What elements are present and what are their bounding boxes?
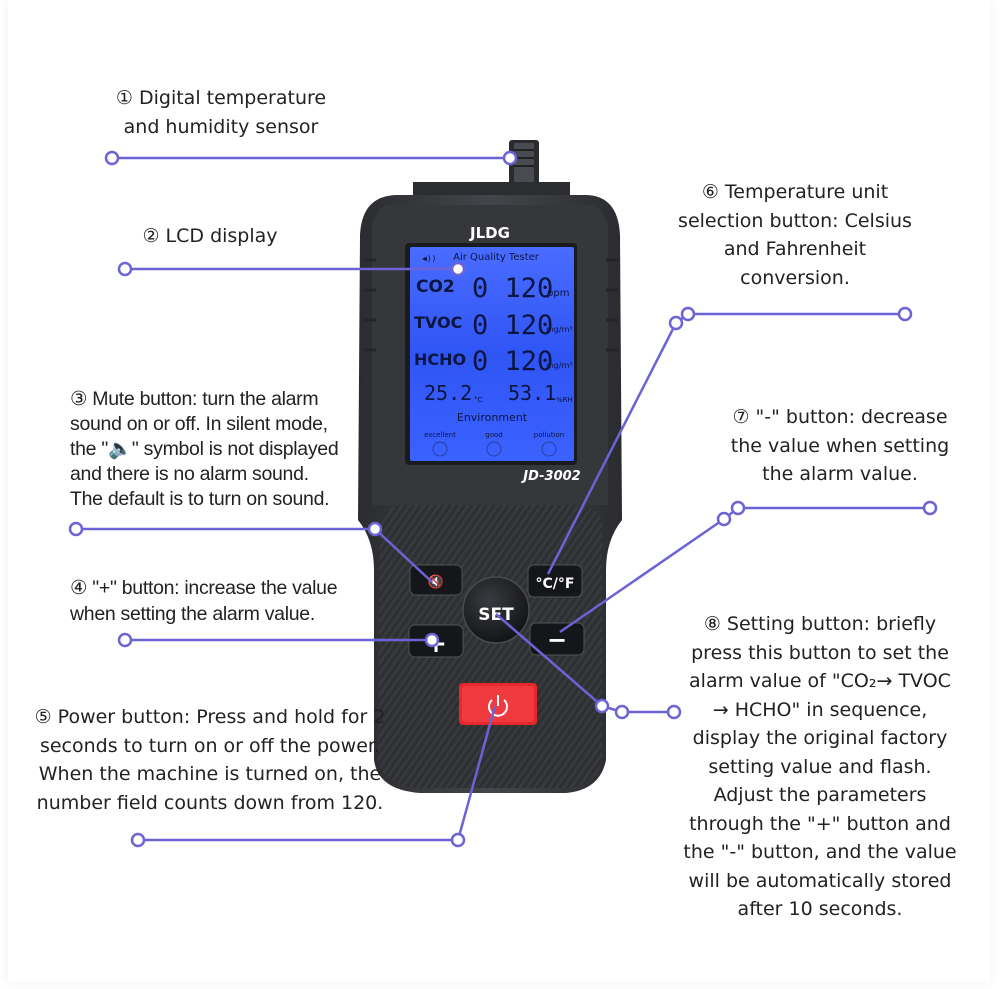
temperature-value: 25.2 [424, 381, 472, 405]
humidity-unit: %RH [556, 396, 573, 404]
leader-line-8 [495, 613, 674, 714]
status-pollution-icon [541, 441, 557, 457]
tvoc-label: TVOC [414, 313, 462, 332]
leader-line-7 [559, 506, 930, 634]
tvoc-value: 0 120 [472, 310, 553, 341]
hcho-value: 0 120 [472, 346, 553, 377]
co2-unit: ppm [547, 288, 569, 299]
temperature-unit: °C [474, 396, 483, 404]
status-good-icon [486, 441, 502, 457]
unit-button-label: °C/°F [536, 576, 575, 592]
co2-label: CO2 [416, 277, 455, 297]
brand-label: JLDG [469, 224, 510, 242]
callout-minus: ⑦ "-" button: decrease the value when se… [730, 406, 950, 485]
model-label: JD-3002 [520, 469, 580, 484]
leader-lines [76, 156, 930, 842]
status-pollution-label: pollution [534, 431, 564, 439]
mute-icon: 🔇 [428, 574, 444, 590]
leader-dots [68, 150, 938, 848]
speaker-icon: ◀)) [422, 254, 436, 263]
callout-set: ⑧ Setting button: briefly press this but… [683, 613, 957, 920]
minus-button-label: − [547, 626, 567, 654]
temperature-humidity-sensor [413, 140, 570, 202]
callout-lcd: ② LCD display [142, 225, 278, 247]
minus-button[interactable]: − [529, 622, 585, 656]
leader-line-6 [546, 312, 905, 575]
hcho-label: HCHO [414, 350, 466, 369]
environment-label: Environment [457, 411, 528, 424]
callout-sensor: ① Digital temperature and humidity senso… [115, 87, 327, 138]
power-button[interactable] [459, 683, 537, 725]
hcho-unit: mg/m³ [546, 361, 573, 370]
power-icon [488, 695, 508, 717]
humidity-value: 53.1 [508, 381, 556, 405]
status-excellent-icon [432, 441, 448, 457]
lcd-display: ◀)) Air Quality Tester CO2 0 120 ppm TVO… [405, 243, 577, 465]
status-good-label: good [485, 431, 502, 439]
co2-value: 0 120 [472, 273, 553, 304]
callout-plus: ④ "+" button: increase the value when se… [70, 577, 338, 625]
callout-unit: ⑥ Temperature unit selection button: Cel… [678, 181, 912, 289]
screen-title: Air Quality Tester [453, 252, 540, 263]
callout-mute: ③ Mute button: turn the alarm sound on o… [70, 388, 339, 510]
temperature-unit-button[interactable]: °C/°F [527, 564, 583, 598]
tvoc-unit: mg/m³ [546, 325, 573, 334]
status-excellent-label: excellent [424, 431, 456, 439]
callout-power: ⑤ Power button: Press and hold for 2 sec… [34, 706, 386, 814]
